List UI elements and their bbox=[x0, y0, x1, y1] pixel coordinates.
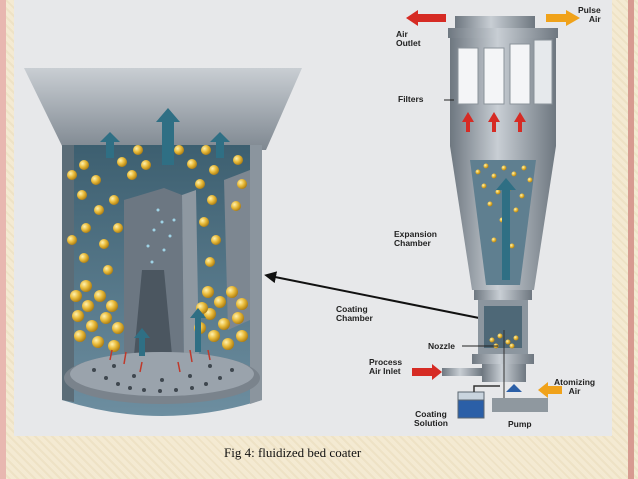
label-coating-solution: Coating Solution bbox=[414, 409, 448, 428]
label-expansion-chamber: Expansion Chamber bbox=[394, 229, 437, 248]
filter-flow-arrows bbox=[462, 112, 526, 132]
label-process-air-inlet: Process Air Inlet bbox=[369, 357, 403, 376]
air-outlet-arrow bbox=[406, 10, 446, 26]
cylinder-wall-right bbox=[250, 145, 262, 404]
atomizing-air-arrow bbox=[538, 382, 562, 398]
plate-holes bbox=[92, 364, 234, 393]
air-flow-arrows bbox=[100, 108, 230, 356]
figure-caption: Fig 4: fluidized bed coater bbox=[224, 445, 362, 460]
enlarged-bed-view bbox=[24, 68, 302, 416]
left-border-stripe bbox=[0, 0, 6, 479]
process-air-arrow bbox=[412, 364, 442, 380]
label-pump: Pump bbox=[508, 419, 532, 429]
pulse-air-arrow bbox=[546, 10, 580, 26]
spray-jets bbox=[109, 349, 211, 373]
top-cap bbox=[455, 16, 535, 28]
filter-bags bbox=[457, 39, 553, 105]
label-pulse-air: Pulse Air bbox=[578, 5, 601, 24]
label-filters: Filters bbox=[398, 94, 424, 104]
callout-arrow bbox=[264, 271, 500, 323]
cylinder-wall-left bbox=[62, 145, 74, 402]
pump bbox=[492, 398, 548, 412]
label-air-outlet: Air Outlet bbox=[396, 29, 421, 48]
center-air-arrow bbox=[496, 178, 516, 280]
label-coating-chamber: Coating Chamber bbox=[336, 304, 373, 323]
diagram-panel: Pulse Air Air Outlet Filters Expansion C… bbox=[14, 0, 612, 436]
fluidized-bed-diagram bbox=[24, 10, 580, 419]
label-atomizing-air: Atomizing Air bbox=[554, 377, 596, 396]
coater-apparatus bbox=[406, 10, 580, 419]
process-air-duct bbox=[442, 368, 482, 376]
coating-particles bbox=[67, 145, 247, 275]
top-hood bbox=[24, 68, 302, 150]
label-nozzle: Nozzle bbox=[428, 341, 455, 351]
spray-droplets bbox=[146, 208, 176, 264]
right-border-stripe bbox=[628, 0, 634, 479]
